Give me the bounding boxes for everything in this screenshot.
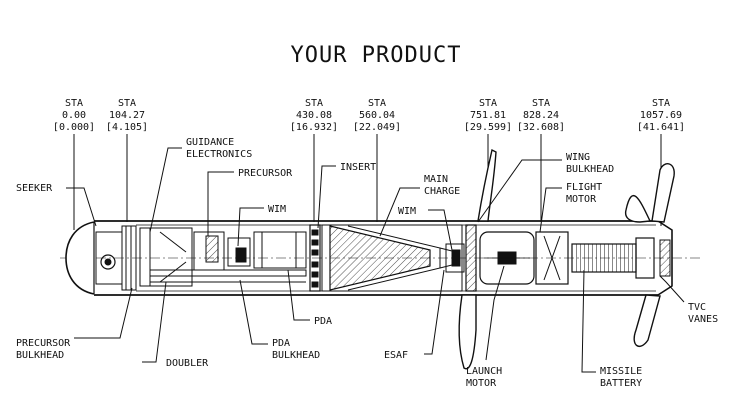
station-label: STA bbox=[65, 98, 83, 109]
label-pda-bulkhead-2: BULKHEAD bbox=[272, 350, 320, 361]
label-wing-bulkhead-1: WING bbox=[566, 152, 590, 163]
station-value: 0.00 bbox=[62, 110, 86, 121]
label-guidance-electronics-2: ELECTRONICS bbox=[186, 149, 252, 160]
label-wim-2: WIM bbox=[398, 206, 416, 217]
label-main-charge-2: CHARGE bbox=[424, 186, 460, 197]
station-label: STA bbox=[368, 98, 386, 109]
station-value: 751.81 bbox=[470, 110, 506, 121]
label-precursor-bulkhead-2: BULKHEAD bbox=[16, 350, 64, 361]
station-value-alt: [16.932] bbox=[290, 122, 338, 133]
label-pda-bulkhead-1: PDA bbox=[272, 338, 290, 349]
station-5: STA 828.24 [32.608] bbox=[517, 98, 565, 133]
station-4: STA 751.81 [29.599] bbox=[464, 98, 512, 133]
station-value: 828.24 bbox=[523, 110, 559, 121]
label-wim-1: WIM bbox=[268, 204, 286, 215]
station-label: STA bbox=[652, 98, 670, 109]
label-launch-motor-1: LAUNCH bbox=[466, 366, 502, 377]
station-3: STA 560.04 [22.049] bbox=[353, 98, 401, 133]
station-label: STA bbox=[479, 98, 497, 109]
label-insert: INSERT bbox=[340, 162, 376, 173]
station-label: STA bbox=[532, 98, 550, 109]
station-value: 104.27 bbox=[109, 110, 145, 121]
station-0: STA 0.00 [0.000] bbox=[53, 98, 95, 133]
label-tvc-vanes-2: VANES bbox=[688, 314, 718, 325]
station-value-alt: [32.608] bbox=[517, 122, 565, 133]
wings bbox=[458, 148, 497, 370]
missile-body bbox=[60, 220, 700, 296]
station-value: 1057.69 bbox=[640, 110, 682, 121]
station-value: 560.04 bbox=[359, 110, 395, 121]
station-label: STA bbox=[305, 98, 323, 109]
station-value-alt: [29.599] bbox=[464, 122, 512, 133]
station-value-alt: [4.105] bbox=[106, 122, 148, 133]
station-value-alt: [22.049] bbox=[353, 122, 401, 133]
label-precursor-bulkhead-1: PRECURSOR bbox=[16, 338, 71, 349]
label-missile-battery-1: MISSILE bbox=[600, 366, 642, 377]
station-value: 430.08 bbox=[296, 110, 332, 121]
station-label: STA bbox=[118, 98, 136, 109]
label-precursor: PRECURSOR bbox=[238, 168, 293, 179]
label-wing-bulkhead-2: BULKHEAD bbox=[566, 164, 614, 175]
label-flight-motor-2: MOTOR bbox=[566, 194, 597, 205]
label-tvc-vanes-1: TVC bbox=[688, 302, 706, 313]
label-main-charge-1: MAIN bbox=[424, 174, 448, 185]
label-pda: PDA bbox=[314, 316, 332, 327]
station-6: STA 1057.69 [41.641] bbox=[637, 98, 685, 133]
label-doubler: DOUBLER bbox=[166, 358, 209, 369]
label-launch-motor-2: MOTOR bbox=[466, 378, 497, 389]
station-value-alt: [41.641] bbox=[637, 122, 685, 133]
tvc-vanes bbox=[624, 163, 675, 348]
label-guidance-electronics-1: GUIDANCE bbox=[186, 137, 234, 148]
label-missile-battery-2: BATTERY bbox=[600, 378, 642, 389]
station-value-alt: [0.000] bbox=[53, 122, 95, 133]
station-2: STA 430.08 [16.932] bbox=[290, 98, 338, 133]
label-esaf: ESAF bbox=[384, 350, 408, 361]
station-1: STA 104.27 [4.105] bbox=[106, 98, 148, 133]
label-seeker: SEEKER bbox=[16, 183, 53, 194]
label-flight-motor-1: FLIGHT bbox=[566, 182, 602, 193]
leader-lines bbox=[66, 147, 685, 373]
page-title: YOUR PRODUCT bbox=[291, 43, 462, 68]
